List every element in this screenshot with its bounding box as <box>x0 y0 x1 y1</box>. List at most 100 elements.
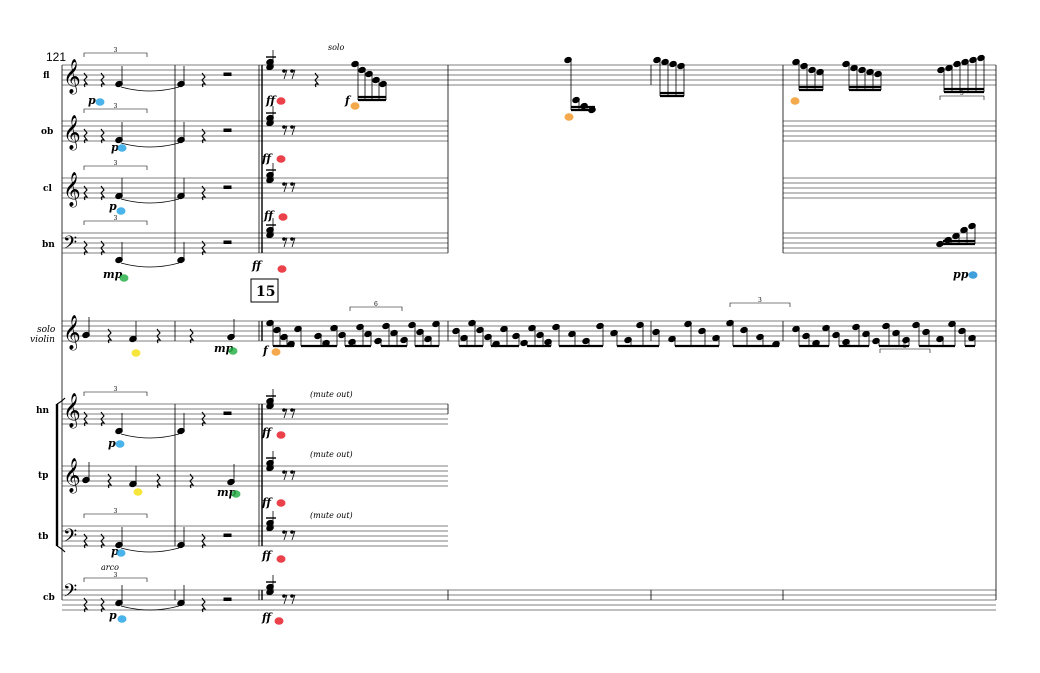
quarter-rest <box>107 328 113 344</box>
eighth-rest <box>291 530 296 541</box>
bass-clef-icon: 𝄢 <box>63 233 77 258</box>
note-head <box>512 332 520 340</box>
dynamic-dot <box>277 265 287 273</box>
dynamic-tb-p: p <box>111 545 119 558</box>
tuplet-number: 3 <box>114 160 118 167</box>
dynamic-ob-p: p <box>111 141 119 154</box>
tie <box>120 547 180 553</box>
quarter-rest <box>201 240 207 256</box>
tuplet-number: 3 <box>758 297 762 304</box>
half-rest <box>223 411 232 415</box>
quarter-rest <box>83 128 89 144</box>
note-head <box>866 68 874 76</box>
dynamic-dot <box>276 431 286 439</box>
quarter-rest <box>83 240 89 256</box>
clefs: 𝄞 𝄞 𝄞 𝄢 𝄞 𝄞 𝄞 𝄢 𝄢 <box>63 59 81 606</box>
note-head <box>390 329 398 337</box>
eighth-rest <box>291 125 296 136</box>
staff-label-ob: ob <box>41 127 53 137</box>
dynamics: p ff f p ff p ff mp ff pp mp f p ff mp f… <box>88 94 969 624</box>
treble-clef-icon: 𝄞 <box>63 59 81 95</box>
dynamic-dot <box>116 549 126 557</box>
dynamic-dot <box>117 615 127 623</box>
eighth-rest <box>283 237 288 240</box>
note-head <box>872 337 880 345</box>
tuplet-number: 3 <box>114 47 118 54</box>
eighth-rest <box>283 69 288 72</box>
eighth-rest <box>283 237 288 248</box>
dynamic-tp-ff: ff <box>261 496 273 509</box>
note-head <box>953 60 961 68</box>
note-head <box>460 334 468 342</box>
half-rest <box>223 533 232 537</box>
note-head <box>379 80 387 88</box>
note-head <box>852 323 860 331</box>
dynamic-dot <box>228 347 238 355</box>
half-rest <box>223 128 232 132</box>
quarter-rest <box>156 473 162 489</box>
staff-label-cb: cb <box>43 593 55 603</box>
treble-clef-icon: 𝄞 <box>63 315 81 351</box>
dynamic-tp-mp: mp <box>217 486 237 499</box>
barlines <box>61 65 997 600</box>
note-head <box>961 58 969 66</box>
staff-label-cl: cl <box>43 184 52 194</box>
note-head <box>364 330 372 338</box>
note-head <box>712 334 720 342</box>
eighth-rest <box>291 182 296 193</box>
half-rest <box>223 72 232 76</box>
dynamic-hn-p: p <box>108 437 116 450</box>
note-head <box>408 321 416 329</box>
quarter-rest <box>100 597 106 613</box>
note-head <box>842 60 850 68</box>
note-head <box>624 336 632 344</box>
tuplet-bracket <box>349 306 403 311</box>
note-head <box>348 338 356 346</box>
note-head <box>850 64 858 72</box>
quarter-rest <box>83 597 89 613</box>
note-head <box>832 331 840 339</box>
note-head <box>792 325 800 333</box>
eighth-rest <box>283 594 288 597</box>
note-head <box>468 319 476 327</box>
eighth-rest <box>291 594 296 605</box>
note-head <box>400 336 408 344</box>
tuplet-bracket <box>939 95 985 100</box>
note-head <box>528 324 536 332</box>
eighth-rest <box>291 125 296 128</box>
tuplet-bracket <box>83 165 148 170</box>
mute-out-tb: (mute out) <box>310 511 353 520</box>
note-head <box>822 324 830 332</box>
treble-clef-icon: 𝄞 <box>63 172 81 208</box>
dynamic-dot <box>276 499 286 507</box>
tuplet-bracket <box>83 52 148 57</box>
note-head <box>800 62 808 70</box>
dynamic-dot <box>119 274 129 282</box>
half-rest <box>223 240 232 244</box>
tuplet-number: 3 <box>114 508 118 515</box>
note-head <box>902 336 910 344</box>
eighth-rest <box>291 408 296 411</box>
note-head <box>669 60 677 68</box>
tuplet-number: 3 <box>114 386 118 393</box>
note-head <box>314 332 322 340</box>
note-head <box>356 323 364 331</box>
quarter-rest <box>83 185 89 201</box>
dynamic-dot <box>278 213 288 221</box>
staff-lines <box>62 64 996 611</box>
note-head <box>500 325 508 333</box>
note-head <box>968 334 976 342</box>
quarter-rest <box>100 411 106 427</box>
bass-clef-icon: 𝄢 <box>63 581 77 606</box>
eighth-rest <box>283 125 288 136</box>
tuplet-number: 5 <box>960 90 964 97</box>
note-head <box>968 222 976 230</box>
quarter-rest <box>100 72 106 88</box>
dynamic-ob-ff: ff <box>261 152 273 165</box>
bass-clef-icon: 𝄢 <box>63 526 77 551</box>
staff-label-solo: solo <box>37 325 56 335</box>
treble-clef-icon: 𝄞 <box>63 393 81 429</box>
note-head <box>552 323 560 331</box>
note-head <box>740 326 748 334</box>
